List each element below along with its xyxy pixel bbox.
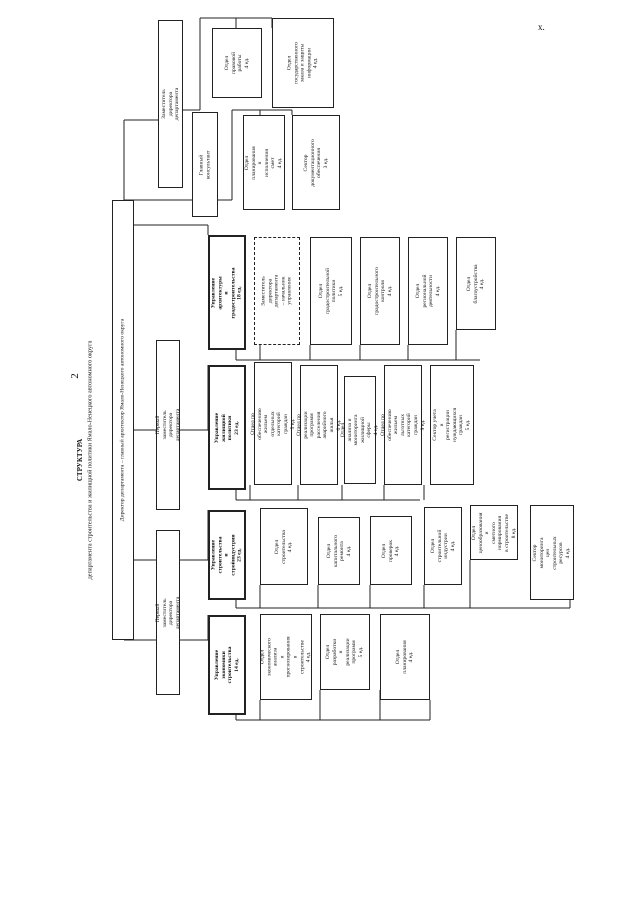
econ-analysis-dept-box: Отдел экономического анализа и прогнозир… (260, 614, 312, 700)
inspection-dept-label: Отдел проверок 4 ед. (381, 539, 401, 562)
housing-analysis-dept-box: Отдел анализа и мониторинга жилищной сфе… (340, 376, 379, 484)
arch-deputy-box: Заместитель директора департамента – нач… (254, 237, 300, 345)
legal-dept-label: Отдел правовой работы 4 ед. (223, 51, 250, 75)
privileged-dept-label: Отдел по обеспечению жильем льготных кат… (379, 409, 426, 441)
first-deputy-top-box: Первый заместитель директора департамент… (154, 340, 181, 510)
housing-categories-dept-label: Отдел по обеспечению жильем отдельных ка… (249, 407, 296, 440)
construction-dept-label: Отдел строительства 4 ед. (274, 529, 294, 564)
urban-policy-dept-label: Отдел градостроительной политики 5 ед. (317, 268, 344, 314)
regional-dept-box: Отдел региональной деятельности 4 ед. (408, 237, 448, 345)
title-heading: СТРУКТУРА (76, 438, 84, 482)
construction-mgmt-label: Управление строительства и стройиндустри… (210, 534, 243, 576)
housing-mgmt-label: Управление жилищной политики 23 ед. (213, 412, 240, 443)
improvement-dept-label: Отдел благоустройства 4 ед. (466, 263, 486, 304)
document-sector-box: Сектор документационного обеспечения 3 е… (292, 115, 340, 210)
urban-control-dept-label: Отдел градостроительного контроля 4 ед. (366, 267, 393, 315)
econ-analysis-dept-label: Отдел экономического анализа и прогнозир… (259, 636, 312, 678)
document-sector-label: Сектор документационного обеспечения 3 е… (302, 138, 329, 187)
director-box: Директор департамента – главный архитект… (112, 200, 134, 640)
improvement-dept-box: Отдел благоустройства 4 ед. (456, 237, 496, 330)
first-deputy-bottom-label: Первый заместитель директора департамент… (154, 596, 181, 629)
housing-categories-dept-box: Отдел по обеспечению жильем отдельных ка… (250, 362, 295, 485)
program-dev-dept-box: Отдел разработки и реализации программ 5… (320, 614, 370, 690)
industry-dept-label: Отдел строительной индустрии 4 ед. (429, 529, 456, 563)
price-monitoring-sector-label: Сектор мониторинга цен строительных ресу… (532, 535, 572, 570)
arch-mgmt-box: Управление архитектуры и градостроительс… (208, 235, 246, 350)
construction-mgmt-box: Управление строительства и стройиндустри… (208, 510, 246, 600)
planning-dept-label: Отдел планирования и исполнения смет 4 е… (244, 145, 284, 180)
program-dev-dept-label: Отдел разработки и реализации программ 5… (325, 638, 365, 666)
privileged-dept-box: Отдел по обеспечению жильем льготных кат… (380, 365, 425, 485)
registration-sector-label: Сектор учета и регистрации нуждающихся г… (432, 407, 472, 443)
construction-dept-box: Отдел строительства 4 ед. (260, 508, 308, 585)
state-orders-dept-label: Отдел государственного заказа и защиты и… (286, 42, 319, 84)
deputy-director-box: Заместитель директора департамента (158, 20, 183, 188)
registration-sector-box: Сектор учета и регистрации нуждающихся г… (430, 365, 474, 485)
programs-dept-label: Отдел по реализации программ расселения … (295, 411, 342, 439)
programs-dept-box: Отдел по реализации программ расселения … (296, 365, 341, 485)
chief-consultant-box: Главный консультант (192, 112, 218, 217)
corner-mark: x. (538, 22, 545, 32)
title-line-1: департамента строительства и жилищной по… (86, 340, 94, 580)
capital-repair-dept-label: Отдел капитального ремонта 4 ед. (325, 534, 352, 568)
pricing-dept-box: Отдел ценообразования и сметного нормиро… (470, 505, 518, 560)
director-label: Директор департамента – главный архитект… (119, 318, 126, 522)
economy-mgmt-label: Управление экономики строительства 14 ед… (213, 646, 240, 684)
first-deputy-bottom-box: Первый заместитель директора департамент… (154, 530, 181, 695)
chief-consultant-label: Главный консультант (198, 150, 211, 179)
industry-dept-box: Отдел строительной индустрии 4 ед. (424, 507, 462, 585)
capital-repair-dept-box: Отдел капитального ремонта 4 ед. (318, 517, 360, 585)
arch-mgmt-label: Управление архитектуры и градостроительс… (210, 267, 243, 318)
legal-dept-box: Отдел правовой работы 4 ед. (212, 28, 262, 98)
chart-title: СТРУКТУРА департамента строительства и ж… (74, 250, 114, 670)
first-deputy-top-label: Первый заместитель директора департамент… (154, 408, 181, 442)
urban-policy-dept-box: Отдел градостроительной политики 5 ед. (310, 237, 352, 345)
economy-mgmt-box: Управление экономики строительства 14 ед… (208, 615, 246, 715)
urban-control-dept-box: Отдел градостроительного контроля 4 ед. (360, 237, 400, 345)
planning-small-dept-label: Отдел планирования 4 ед. (395, 640, 415, 674)
housing-mgmt-box: Управление жилищной политики 23 ед. (208, 365, 246, 490)
deputy-director-label: Заместитель директора департамента (160, 87, 180, 121)
pricing-dept-label: Отдел ценообразования и сметного нормиро… (470, 512, 517, 553)
inspection-dept-box: Отдел проверок 4 ед. (370, 516, 412, 585)
state-orders-dept-box: Отдел государственного заказа и защиты и… (272, 18, 334, 108)
planning-small-dept-box: Отдел планирования 4 ед. (380, 614, 430, 700)
housing-analysis-dept-label: Отдел анализа и мониторинга жилищной сфе… (340, 414, 380, 446)
price-monitoring-sector-box: Сектор мониторинга цен строительных ресу… (530, 505, 574, 600)
regional-dept-label: Отдел региональной деятельности 4 ед. (414, 274, 441, 308)
planning-dept-box: Отдел планирования и исполнения смет 4 е… (243, 115, 285, 210)
arch-deputy-label: Заместитель директора департамента – нач… (260, 274, 293, 308)
